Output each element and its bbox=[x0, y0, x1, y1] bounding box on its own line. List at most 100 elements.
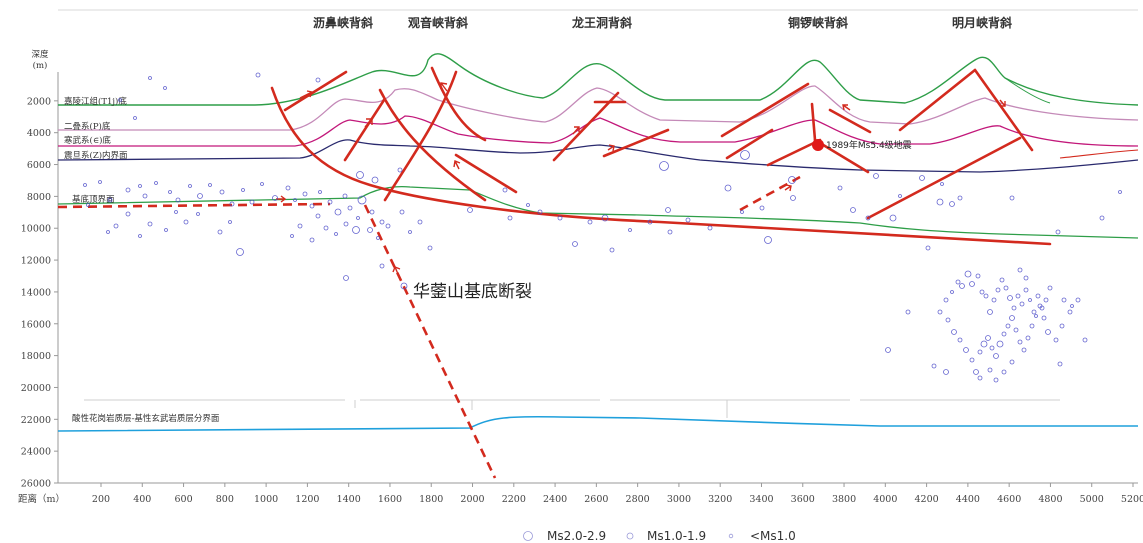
horizon-sinian-tail bbox=[1059, 149, 1139, 159]
earthquake-circle bbox=[898, 194, 902, 198]
earthquake-circle bbox=[1028, 298, 1032, 302]
y-axis-tick-label: 8000 bbox=[27, 192, 51, 203]
earthquake-circle bbox=[148, 76, 152, 80]
earthquake-circle bbox=[367, 227, 373, 233]
legend: Ms2.0-2.9 Ms1.0-1.9 <Ms1.0 bbox=[523, 529, 796, 543]
earthquake-circle bbox=[118, 98, 122, 102]
earthquake-circle bbox=[1043, 297, 1049, 303]
earthquake-circle bbox=[1031, 309, 1037, 315]
layer-label: 寒武系(∈)底 bbox=[64, 135, 111, 146]
earthquake-circle bbox=[969, 357, 975, 363]
earthquake-circle bbox=[106, 230, 110, 234]
earthquake-circle bbox=[943, 369, 949, 375]
y-axis-tick-label: 22000 bbox=[21, 415, 51, 426]
earthquake-circle bbox=[707, 225, 713, 231]
main-earthquake-marker bbox=[812, 139, 824, 151]
earthquake-circle bbox=[188, 184, 192, 188]
x-axis-tick-label: 1800 bbox=[419, 494, 443, 505]
earthquake-circle bbox=[979, 289, 985, 295]
x-axis-tick-label: 3800 bbox=[832, 494, 856, 505]
x-axis-tick-label: 2400 bbox=[543, 494, 567, 505]
y-axis-tick-label: 4000 bbox=[27, 128, 51, 139]
earthquake-circle bbox=[1017, 267, 1023, 273]
y-axis-unit: (m) bbox=[33, 60, 48, 71]
basement-detachment-dashed bbox=[57, 202, 331, 209]
earthquake-hypocenters bbox=[83, 72, 1122, 383]
earthquake-circle bbox=[369, 209, 375, 215]
earthquake-circle bbox=[241, 188, 245, 192]
earthquake-circle bbox=[260, 182, 264, 186]
earthquake-circle bbox=[502, 187, 508, 193]
earthquake-circle bbox=[950, 290, 954, 294]
earthquake-circle bbox=[1013, 327, 1019, 333]
earthquake-circle bbox=[937, 309, 943, 315]
earthquake-circle bbox=[557, 215, 563, 221]
x-axis-tick-label: 3400 bbox=[749, 494, 773, 505]
earthquake-circle bbox=[987, 309, 993, 315]
earthquake-circle bbox=[850, 207, 856, 213]
earthquake-circle bbox=[302, 191, 308, 197]
earthquake-circle bbox=[987, 367, 993, 373]
fault bbox=[725, 128, 774, 160]
earthquake-circle bbox=[1001, 331, 1007, 337]
earthquake-circle bbox=[371, 176, 379, 184]
y-axis-tick-label: 16000 bbox=[21, 319, 51, 330]
y-axis-tick-label: 2000 bbox=[27, 96, 51, 107]
earthquake-circle bbox=[1061, 297, 1067, 303]
earthquake-circle bbox=[417, 219, 423, 225]
horizon-sinian bbox=[57, 139, 1139, 173]
earthquake-circle bbox=[154, 181, 158, 185]
dashed-faults bbox=[57, 175, 801, 479]
earthquake-circle bbox=[1023, 287, 1029, 293]
earthquake-circle bbox=[208, 183, 212, 187]
legend-symbol-large bbox=[523, 531, 533, 541]
earthquake-circle bbox=[83, 183, 87, 187]
earthquake-circle bbox=[1005, 323, 1011, 329]
earthquake-circle bbox=[379, 219, 385, 225]
earthquake-circle bbox=[142, 193, 148, 199]
fault bbox=[720, 82, 810, 138]
earthquake-circle bbox=[943, 297, 949, 303]
earthquake-circle bbox=[1029, 323, 1035, 329]
earthquake-circle bbox=[659, 161, 669, 171]
earthquake-circle bbox=[1041, 315, 1047, 321]
earthquake-circle bbox=[983, 293, 989, 299]
earthquake-circle bbox=[1059, 323, 1065, 329]
earthquake-circle bbox=[309, 237, 315, 243]
x-axis-tick-label: 2800 bbox=[626, 494, 650, 505]
faint-reference-lines bbox=[84, 399, 1060, 418]
earthquake-circle bbox=[1009, 195, 1015, 201]
x-axis-tick-label: 3200 bbox=[708, 494, 732, 505]
earthquake-circle bbox=[347, 205, 353, 211]
fault-dashed bbox=[739, 175, 801, 212]
fault bbox=[378, 88, 487, 202]
x-axis-tick-label: 2000 bbox=[460, 494, 484, 505]
earthquake-circle bbox=[931, 363, 937, 369]
earthquake-circle bbox=[163, 86, 167, 90]
x-axis-tick-label: 1400 bbox=[337, 494, 361, 505]
earthquake-circle bbox=[759, 205, 765, 211]
x-axis-tick-label: 3000 bbox=[667, 494, 691, 505]
fault bbox=[430, 66, 487, 142]
earthquake-circle bbox=[665, 207, 671, 213]
earthquake-circle bbox=[297, 223, 303, 229]
earthquake-circle bbox=[993, 377, 999, 383]
earthquake-circle bbox=[1099, 215, 1105, 221]
legend-label: Ms1.0-1.9 bbox=[647, 529, 706, 543]
earthquake-circle bbox=[1019, 301, 1025, 307]
fault bbox=[343, 98, 386, 162]
earthquake-circle bbox=[249, 199, 255, 205]
earthquake-circle bbox=[1021, 347, 1027, 353]
horizon-cambrian bbox=[58, 115, 1139, 147]
fault bbox=[866, 136, 1022, 220]
earthquake-circle bbox=[1009, 315, 1015, 321]
layer-label: 酸性花岗岩质层-基性玄武岩质层分界面 bbox=[72, 413, 220, 424]
y-axis-tick-label: 12000 bbox=[21, 256, 51, 267]
earthquake-circle bbox=[352, 226, 360, 234]
earthquake-circle bbox=[334, 208, 342, 216]
x-axis-tick-label: 2200 bbox=[502, 494, 526, 505]
earthquake-circle bbox=[925, 245, 931, 251]
earthquake-circle bbox=[1009, 359, 1015, 365]
earthquake-circle bbox=[999, 277, 1005, 283]
